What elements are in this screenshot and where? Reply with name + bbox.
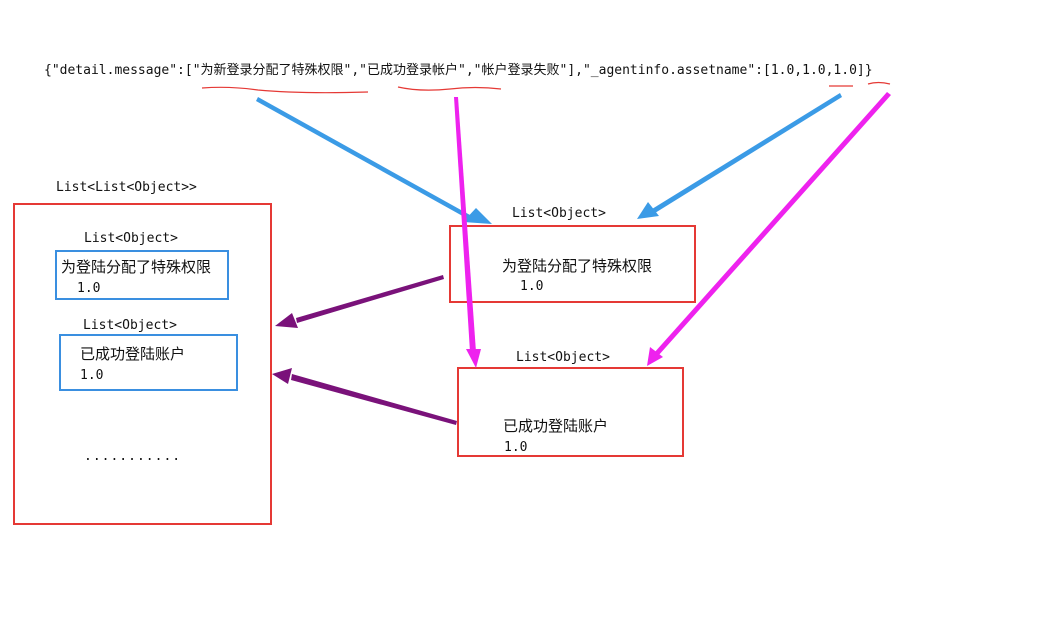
arrow-purple-list1-to-outer — [296, 275, 444, 323]
outer-item-2-box — [59, 334, 238, 391]
underline-msg-1 — [201, 86, 369, 94]
outer-item-2-value: 1.0 — [80, 368, 104, 383]
right-list-1-message: 为登陆分配了特殊权限 — [502, 257, 653, 275]
underline-msg-2 — [397, 86, 502, 91]
right-list-1-box — [449, 225, 696, 303]
arrow-magenta-value-head — [647, 347, 663, 366]
ellipsis: ........... — [84, 449, 182, 464]
outer-item-2-label: List<Object> — [83, 318, 177, 333]
arrow-magenta-value-to-list2 — [654, 92, 891, 356]
right-list-1-value: 1.0 — [520, 279, 544, 294]
outer-item-1-message: 为登陆分配了特殊权限 — [61, 258, 212, 276]
arrow-purple-list1-head — [275, 313, 298, 328]
outer-list-label: List<List<Object>> — [56, 180, 197, 195]
arrow-blue-msg-head — [463, 208, 492, 224]
right-list-2-message: 已成功登陆账户 — [503, 417, 609, 435]
outer-item-2-message: 已成功登陆账户 — [80, 345, 186, 363]
arrow-blue-value-head — [637, 202, 659, 219]
outer-item-1-value: 1.0 — [77, 281, 101, 296]
arrow-blue-msg-to-list1 — [256, 97, 470, 219]
outer-list-box — [13, 203, 272, 525]
right-list-1-label: List<Object> — [512, 206, 606, 221]
json-source-line: {"detail.message":["为新登录分配了特殊权限","已成功登录帐… — [44, 63, 873, 78]
underline-value-2 — [867, 81, 891, 85]
outer-item-1-label: List<Object> — [84, 231, 178, 246]
arrow-purple-list2-head — [272, 368, 292, 384]
arrow-magenta-msg-to-list2 — [454, 97, 476, 352]
arrow-blue-value-to-list1 — [652, 93, 842, 213]
right-list-2-value: 1.0 — [504, 440, 528, 455]
arrow-purple-list2-to-outer — [291, 374, 457, 425]
arrow-magenta-msg-head — [466, 349, 481, 368]
right-list-2-label: List<Object> — [516, 350, 610, 365]
outer-item-1-box — [55, 250, 229, 300]
right-list-2-box — [457, 367, 684, 457]
